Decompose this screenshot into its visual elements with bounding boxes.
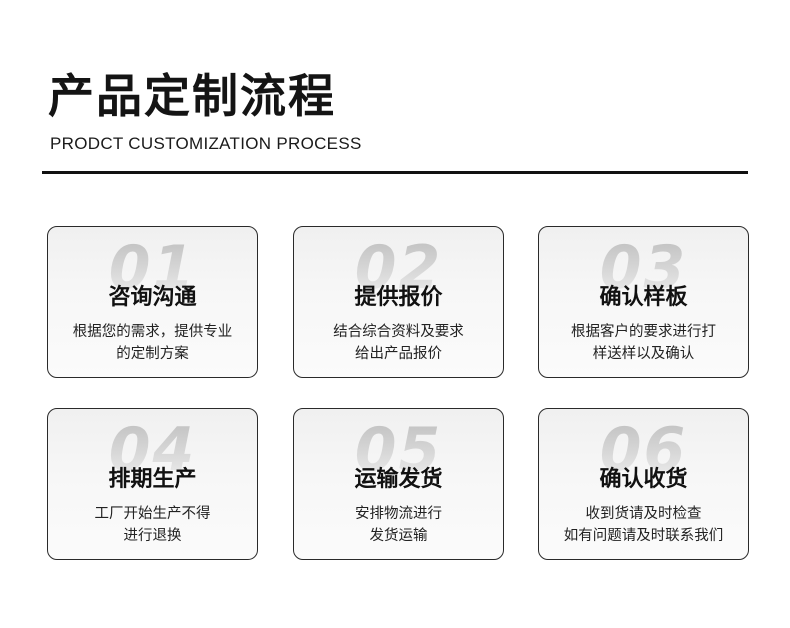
- step-title: 确认收货: [599, 467, 688, 492]
- step-number: 06: [539, 415, 748, 485]
- process-grid: 01 咨询沟通 根据您的需求，提供专业 的定制方案 02 提供报价 结合综合资料…: [47, 226, 749, 560]
- step-number: 05: [294, 415, 503, 485]
- step-card-5: 05 运输发货 安排物流进行 发货运输: [293, 408, 504, 560]
- step-number: 01: [48, 233, 257, 303]
- step-description: 根据您的需求，提供专业 的定制方案: [72, 324, 233, 362]
- step-description: 根据客户的要求进行打 样送样以及确认: [571, 324, 716, 362]
- step-card-6: 06 确认收货 收到货请及时检查 如有问题请及时联系我们: [538, 408, 749, 560]
- step-number: 02: [294, 233, 503, 303]
- page-title: 产品定制流程: [48, 69, 336, 123]
- step-description: 结合综合资料及要求 给出产品报价: [333, 324, 464, 362]
- step-title: 提供报价: [354, 285, 443, 310]
- step-title: 排期生产: [108, 467, 197, 492]
- step-title: 运输发货: [354, 467, 443, 492]
- step-description: 收到货请及时检查 如有问题请及时联系我们: [563, 506, 724, 544]
- step-number: 03: [539, 233, 748, 303]
- step-number: 04: [48, 415, 257, 485]
- step-title: 确认样板: [599, 285, 688, 310]
- title-divider: [42, 171, 748, 174]
- step-description: 安排物流进行 发货运输: [355, 506, 442, 544]
- page-subtitle: PRODCT CUSTOMIZATION PROCESS: [50, 134, 362, 153]
- step-card-3: 03 确认样板 根据客户的要求进行打 样送样以及确认: [538, 226, 749, 378]
- step-card-4: 04 排期生产 工厂开始生产不得 进行退换: [47, 408, 258, 560]
- step-description: 工厂开始生产不得 进行退换: [94, 506, 211, 544]
- step-card-1: 01 咨询沟通 根据您的需求，提供专业 的定制方案: [47, 226, 258, 378]
- step-title: 咨询沟通: [108, 285, 197, 310]
- step-card-2: 02 提供报价 结合综合资料及要求 给出产品报价: [293, 226, 504, 378]
